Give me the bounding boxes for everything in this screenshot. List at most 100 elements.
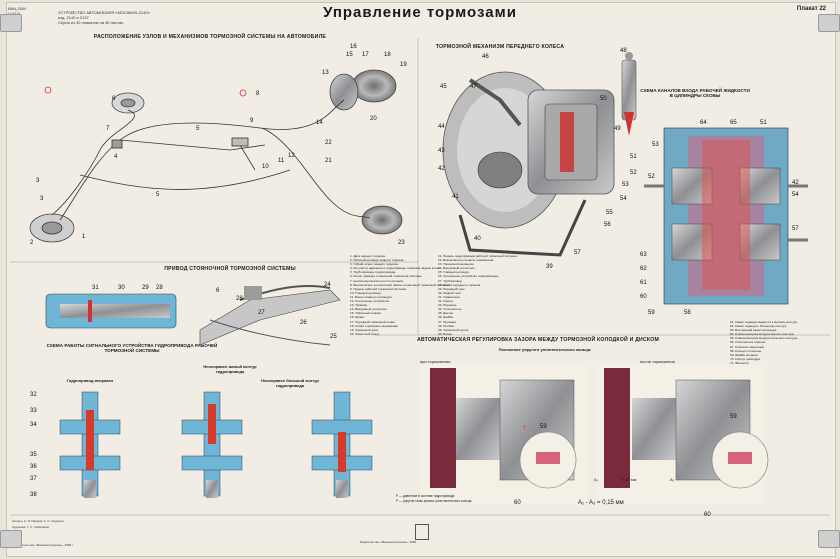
pos-braking-label: при торможении [420, 359, 451, 364]
legend-line: 33. Поршень. [438, 303, 458, 308]
clip-bottom-right [818, 530, 840, 548]
legend-line: 1. Диск заднего тормоза. [350, 254, 386, 258]
callout-26: 26 [300, 320, 307, 326]
publisher-logo [415, 524, 429, 540]
callout-53: 53 [622, 182, 629, 188]
callout-64: 64 [700, 120, 707, 126]
legend-line: 62. Канал подвода к большому контуру. [730, 324, 787, 329]
footer-copyright: © Издательство «Машиностроение», 1984 г. [12, 543, 74, 547]
gap-callouts: 59 59 60 60 [514, 414, 737, 518]
callout-47: 47 [470, 84, 477, 90]
callout-9: 9 [250, 118, 254, 124]
callout-33: 33 [30, 408, 37, 414]
callout-24: 24 [324, 282, 331, 288]
legend-line: 13. Тройник. [350, 303, 368, 308]
callout-51: 51 [630, 154, 637, 160]
callout-57b: 57 [792, 226, 799, 232]
legend-line: 38. Пробка. [438, 323, 455, 328]
callout-7: 7 [106, 126, 110, 132]
callout-13: 13 [322, 70, 329, 76]
callout-5b: 5 [196, 126, 200, 132]
signal-title: СХЕМА РАБОТЫ СИГНАЛЬНОГО УСТРОЙСТВА ГИДР… [46, 343, 218, 354]
legend-line: 12. Сигнальное устройство. [350, 299, 390, 304]
legend-line: 2. Рабочий цилиндр заднего тормоза. [350, 258, 405, 263]
legend-line: 27. Трубопровод. [438, 278, 463, 283]
callout-38: 38 [30, 492, 37, 498]
note-pressure: P — давление в системе гидропривода [396, 494, 455, 498]
legend-line: 20. Защитный кожух. [350, 331, 381, 336]
callout-17: 17 [362, 52, 369, 58]
legend-line: 39. Тормозной щиток. [438, 327, 470, 332]
parking-callouts: 31 30 29 28 6 28 24 27 26 25 [92, 282, 337, 340]
callout-4: 4 [114, 154, 118, 160]
legend-line: 71. Фиксатор. [730, 360, 750, 365]
callout-27: 27 [258, 310, 265, 316]
callout-52: 52 [630, 170, 637, 176]
callout-61: 61 [640, 280, 647, 286]
callout-5a: 5 [156, 192, 160, 198]
piston-48-drawing [621, 52, 637, 136]
callout-3b: 3 [40, 196, 44, 202]
front-callouts: 48 49 46 47 45 44 43 42 41 40 39 50 51 5… [438, 48, 637, 270]
callout-54b: 54 [792, 192, 799, 198]
callout-35: 35 [30, 452, 37, 458]
callout-43: 43 [438, 148, 445, 154]
legend-line: 10. Главный цилиндр. [350, 290, 382, 295]
legend-line: 31. Уравнитель. [438, 294, 461, 299]
callout-53b: 53 [652, 142, 659, 148]
callout-56: 56 [604, 222, 611, 228]
gap-a1: A₁ [594, 477, 599, 482]
legend-line: 21. Педаль гидропривода рабочей тормозно… [438, 254, 518, 258]
legend-line: 18. Скоба тормозного механизма. [350, 323, 399, 328]
legend-line: 34. Уплотнитель. [438, 307, 463, 312]
legend-line: 16. Шланг. [350, 315, 365, 320]
clip-bottom-left [0, 530, 22, 548]
callout-21: 21 [325, 158, 332, 164]
callout-20: 20 [370, 116, 377, 122]
legend-line: 35. Датчик. [438, 311, 454, 316]
callout-36: 36 [30, 464, 37, 470]
legend-line: 68. Кольцо стопорное. [730, 348, 763, 353]
callout-57: 57 [574, 250, 581, 256]
legend-line: 32. Корпус. [438, 299, 454, 304]
callout-59: 59 [648, 310, 655, 316]
callout-40: 40 [474, 236, 481, 242]
callout-51b: 51 [760, 120, 767, 126]
callout-37: 37 [30, 476, 37, 482]
callout-2: 2 [30, 240, 34, 246]
callout-39: 39 [546, 264, 553, 270]
callout-19: 19 [400, 62, 407, 68]
callout-54: 54 [620, 196, 627, 202]
callout-15: 15 [346, 52, 353, 58]
callout-60-after: 60 [704, 512, 711, 518]
callout-8: 8 [256, 91, 260, 97]
legend-far-right: 61. Канал подвода жидкости к малому конт… [730, 320, 826, 365]
legend-line: 28. Скоба переднего тормоза. [438, 282, 482, 287]
signal-label-ok: Гидропривод исправен [66, 378, 114, 383]
clip-top-right [818, 14, 840, 32]
callout-22: 22 [325, 140, 332, 146]
legend-line: 66. Уплотнитель поршня. [730, 340, 767, 345]
legend-line: 67. Колпачок защитный. [730, 344, 765, 349]
callout-42: 42 [438, 166, 445, 172]
signal-label-small: Неисправен малый контур гидропривода [203, 364, 257, 374]
callout-12: 12 [288, 153, 295, 159]
legend-line: 22. Выключатель сигнала торможения. [438, 258, 495, 263]
callout-10: 10 [262, 164, 269, 170]
vehicle-layout [29, 69, 403, 243]
callout-60-braking: 60 [514, 500, 521, 506]
legend-line: 29. Передний трос. [438, 286, 466, 291]
gap-value: 0,15 мм [622, 477, 637, 482]
callout-42b: 42 [792, 180, 799, 186]
callout-28b: 28 [236, 296, 243, 302]
poster-code: ВИЦ 20/ИЦ-61/2 [8, 6, 27, 16]
poster-series-info: УСТРОЙСТВО АВТОМОБИЛЯ «МОСКВИЧ-2140» изд… [58, 10, 178, 25]
legend-line: 70. Корпус цилиндра. [730, 356, 761, 361]
channels-title: СХЕМА КАНАЛОВ ВХОДА РАБОЧЕЙ ЖИДКОСТИ В Ц… [640, 88, 750, 99]
legend-line: 19. Тормозной диск. [350, 327, 379, 332]
callout-23: 23 [398, 240, 405, 246]
channels-drawing [644, 127, 808, 305]
auto-adjust-subtitle: Положение упругого уплотнительного кольц… [498, 347, 592, 352]
svg-text:↑: ↑ [522, 422, 527, 432]
